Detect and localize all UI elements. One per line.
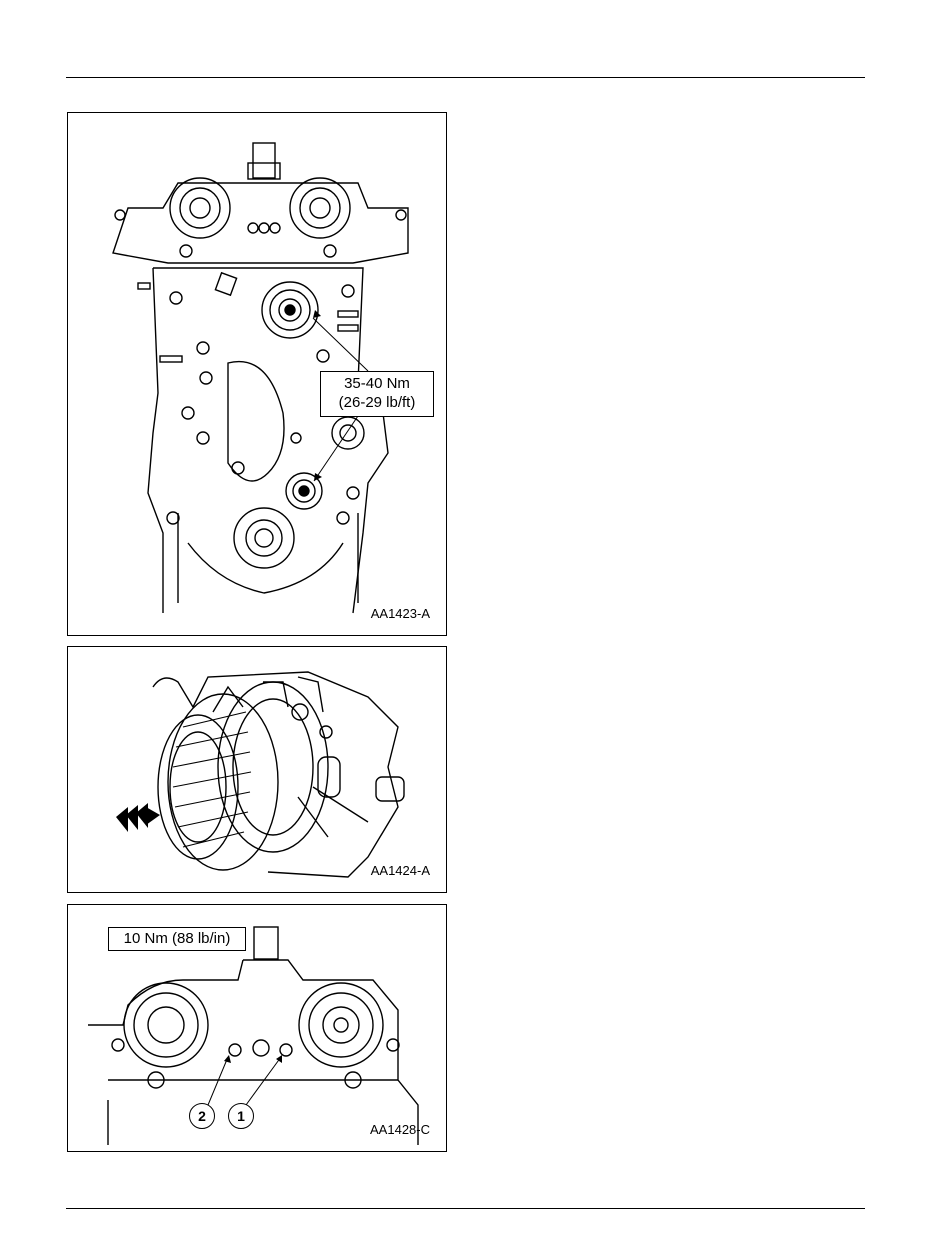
- footer-rule: [66, 1208, 865, 1209]
- sprocket-illustration: [68, 647, 447, 893]
- figure-engine-front: 35-40 Nm (26-29 lb/ft) AA1423-A: [67, 112, 447, 636]
- figure-id: AA1424-A: [371, 863, 430, 878]
- figure-id: AA1428-C: [370, 1122, 430, 1137]
- torque-callout: 10 Nm (88 lb/in): [108, 927, 246, 951]
- figure-sprocket-install: AA1424-A: [67, 646, 447, 893]
- torque-callout: 35-40 Nm (26-29 lb/ft): [320, 371, 434, 417]
- torque-value-metric: 35-40 Nm: [321, 374, 433, 393]
- figure-id: AA1423-A: [371, 606, 430, 621]
- callout-number-1: 1: [228, 1103, 254, 1129]
- callout-number-2: 2: [189, 1103, 215, 1129]
- figure-camshaft-bolts: 10 Nm (88 lb/in) 2 1 AA1428-C: [67, 904, 447, 1152]
- torque-value-imperial: (26-29 lb/ft): [321, 393, 433, 412]
- header-rule: [66, 77, 865, 78]
